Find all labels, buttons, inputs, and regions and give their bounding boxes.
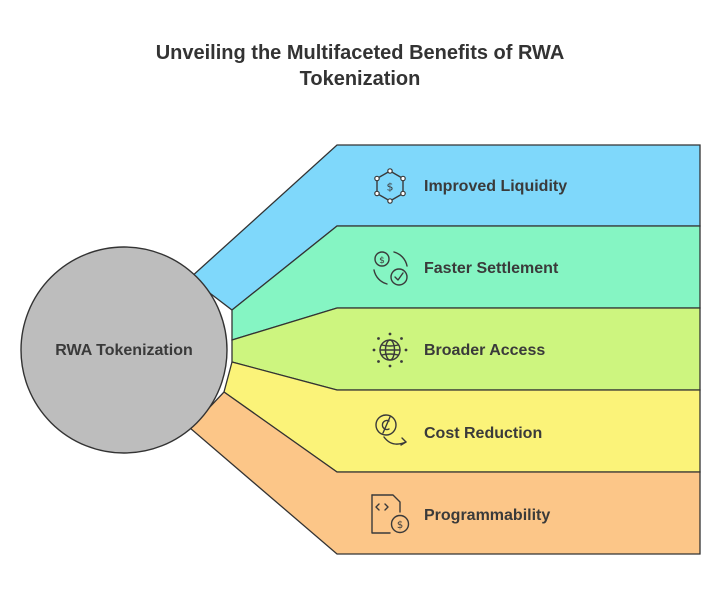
- center-circle: [20, 246, 228, 454]
- title-line-2: Tokenization: [299, 68, 421, 90]
- svg-text:$: $: [379, 256, 385, 266]
- benefit-label-5: Programmability: [424, 507, 550, 524]
- benefit-label-2: Faster Settlement: [424, 260, 559, 277]
- svg-text:$: $: [397, 520, 403, 531]
- center-label: RWA Tokenization: [55, 342, 192, 359]
- benefit-label-4: Cost Reduction: [424, 425, 542, 442]
- diagram-title: Unveiling the Multifaceted Benefits of R…: [0, 40, 720, 92]
- code-file-dollar-icon: $: [371, 494, 410, 534]
- dollar-hexagon-icon: $: [374, 168, 406, 204]
- benefit-label-1: Improved Liquidity: [424, 178, 567, 195]
- dollar-check-cycle-icon: $: [373, 251, 408, 286]
- cent-down-arrow-icon: [375, 414, 407, 446]
- title-line-1: Unveiling the Multifaceted Benefits of R…: [155, 42, 565, 64]
- svg-text:$: $: [387, 181, 394, 194]
- benefit-label-3: Broader Access: [424, 342, 545, 359]
- globe-icon: [372, 332, 408, 368]
